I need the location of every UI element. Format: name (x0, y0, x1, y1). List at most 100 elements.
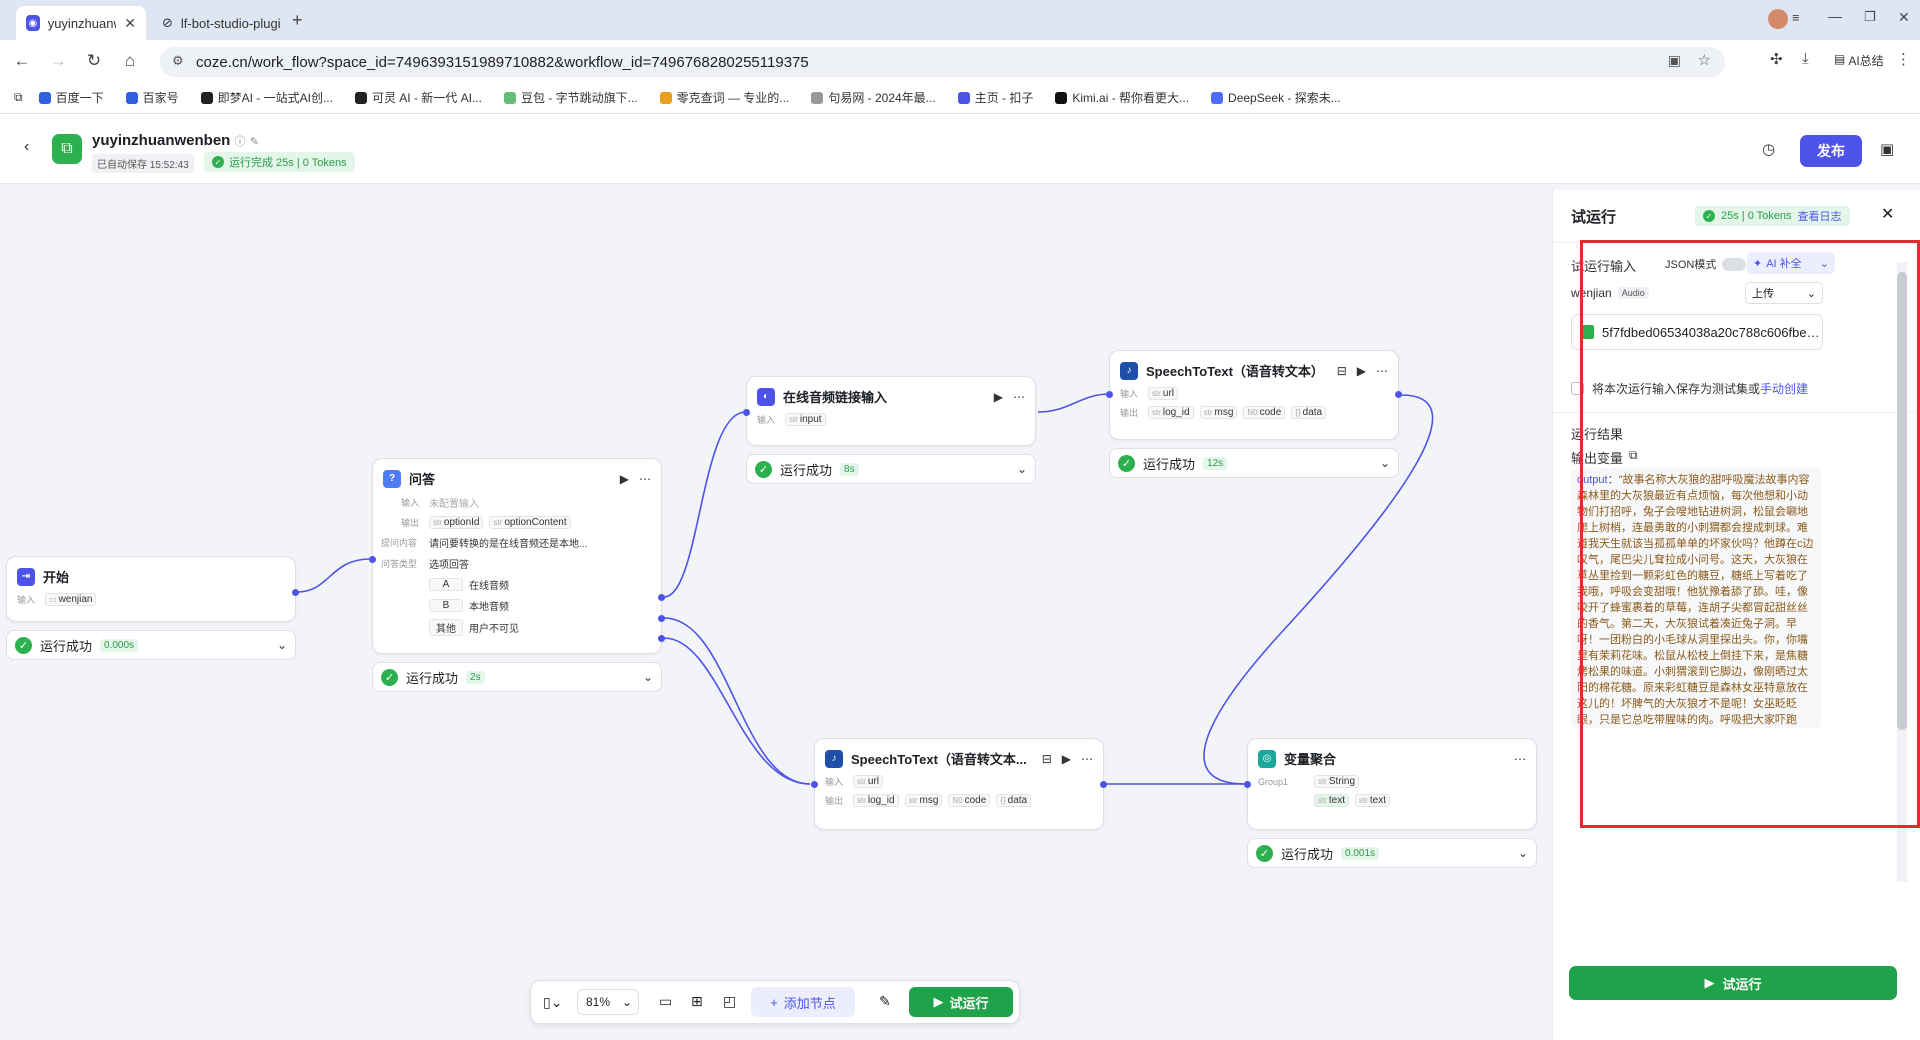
tab-lf-bot-studio[interactable]: ⊘ lf-bot-studio-plugin- (152, 6, 292, 40)
chevron-down-icon[interactable]: ⌄ (276, 638, 287, 652)
chevron-down-icon[interactable]: ⌄ (1517, 846, 1528, 860)
download-icon[interactable]: ⤓ (1802, 50, 1809, 67)
scrollbar-thumb[interactable] (1897, 272, 1907, 730)
zoom-select[interactable]: 81%⌄ (577, 989, 639, 1015)
history-icon[interactable]: ◷ (1762, 141, 1776, 158)
extensions-icon[interactable]: ✣ (1770, 51, 1783, 68)
output-port[interactable] (292, 589, 299, 596)
back-icon[interactable]: ← (13, 51, 31, 70)
bookmark-item[interactable]: 豆包 - 字节跳动旗下... (503, 89, 638, 106)
output-port[interactable] (1100, 781, 1107, 788)
input-port[interactable] (369, 556, 376, 563)
ai-fill-button[interactable]: ✦AI 补全⌄ (1747, 252, 1835, 274)
output-port-other[interactable] (658, 635, 665, 642)
mouse-mode-icon[interactable]: ▯⌄ (543, 994, 563, 1010)
add-node-button[interactable]: +添加节点 (751, 987, 855, 1017)
json-mode-toggle[interactable]: JSON模式 (1665, 256, 1747, 272)
forward-icon[interactable]: → (49, 51, 67, 70)
input-port[interactable] (811, 781, 818, 788)
upload-select[interactable]: 上传⌄ (1745, 282, 1823, 304)
bookmark-item[interactable]: Kimi.ai - 帮你看更大... (1055, 89, 1189, 106)
view-log-link[interactable]: 查看日志 (1797, 211, 1842, 223)
bookmark-item[interactable]: 百家号 (125, 89, 179, 106)
output-port-a[interactable] (658, 594, 665, 601)
bookmark-item[interactable]: DeepSeek - 探索未... (1211, 89, 1341, 106)
save-checkbox[interactable] (1571, 382, 1584, 395)
bookmark-item[interactable]: 零克查词 — 专业的... (659, 89, 789, 106)
close-window-icon[interactable]: ✕ (1898, 9, 1910, 25)
audio-file-input[interactable]: 5f7fdbed06534038a20c788c606fbedd.mp3 (1571, 314, 1823, 350)
test-run-button[interactable]: ▶试运行 (909, 987, 1013, 1017)
bookmark-item[interactable]: 可灵 AI - 新一代 AI... (354, 89, 482, 106)
output-port[interactable] (1395, 391, 1402, 398)
start-node[interactable]: ⇥开始 输入▭wenjian (6, 556, 299, 622)
scrollbar-track[interactable] (1897, 262, 1907, 882)
menu-icon[interactable]: ≡ (1792, 10, 1800, 25)
run-summary-badge[interactable]: ✓ 25s | 0 Tokens 查看日志 (1695, 206, 1850, 226)
input-port[interactable] (1244, 781, 1251, 788)
new-tab-button[interactable]: + (292, 10, 303, 30)
minimap-icon[interactable]: ◰ (723, 993, 737, 1009)
more-icon[interactable]: ⋯ (1376, 363, 1388, 378)
more-icon[interactable]: ⋮ (1896, 51, 1911, 68)
more-icon[interactable]: ⋯ (1081, 751, 1093, 766)
run-node-icon[interactable]: ▶ (1061, 751, 1071, 766)
plugin-info-icon[interactable]: ⊟ (1336, 363, 1347, 378)
run-status-badge[interactable]: ✓运行完成 25s | 0 Tokens (204, 152, 355, 172)
url-input[interactable]: ⚙ coze.cn/work_flow?space_id=74963931519… (160, 47, 1725, 77)
run-node-icon[interactable]: ▶ (619, 471, 629, 486)
output-box[interactable]: output："故事名称大灰狼的甜呼吸魔法故事内容森林里的大灰狼最近有点烦恼，每… (1571, 468, 1821, 728)
run-node-icon[interactable]: ▶ (1356, 363, 1366, 378)
bookmark-item[interactable]: 即梦AI - 一站式AI创... (200, 89, 333, 106)
more-icon[interactable]: ⋯ (639, 471, 651, 486)
close-tab-icon[interactable]: ✕ (124, 14, 136, 31)
home-icon[interactable]: ⌂ (124, 51, 136, 70)
ai-summary-button[interactable]: ▤AI总结 (1834, 52, 1884, 69)
toggle-switch[interactable] (1722, 257, 1747, 271)
bookmark-star-icon[interactable]: ☆ (1697, 52, 1711, 69)
apps-icon[interactable]: ⧉ (14, 90, 23, 104)
copy-icon[interactable]: ⧉ (1629, 448, 1638, 462)
restore-icon[interactable]: ❐ (1864, 9, 1876, 24)
more-icon[interactable]: ⋯ (1013, 389, 1025, 404)
bookmark-item[interactable]: 主页 - 扣子 (957, 89, 1033, 106)
manual-create-link[interactable]: 手动创建 (1760, 382, 1809, 396)
close-panel-icon[interactable]: ✕ (1881, 206, 1895, 223)
input-port[interactable] (1106, 391, 1113, 398)
bookmark-item[interactable]: 句易网 - 2024年最... (811, 89, 936, 106)
bookmark-item[interactable]: 百度一下 (38, 89, 104, 106)
plugin-info-icon[interactable]: ⊟ (1041, 751, 1052, 766)
input-port[interactable] (743, 409, 750, 416)
profile-avatar[interactable] (1768, 9, 1788, 29)
comment-icon[interactable]: ▭ (659, 993, 673, 1009)
side-panel-icon[interactable]: ▣ (1880, 141, 1895, 158)
site-info-icon[interactable]: ⚙ (172, 53, 184, 68)
reload-icon[interactable]: ↻ (86, 51, 102, 70)
more-icon[interactable]: ⋯ (1514, 751, 1526, 766)
chevron-down-icon[interactable]: ⌄ (1379, 456, 1390, 470)
wrench-icon[interactable]: ✎ (879, 993, 891, 1009)
minimize-icon[interactable]: — (1828, 8, 1842, 24)
tab-yuyinzhuanwenben[interactable]: ◉ yuyinzhuanwenb ✕ (16, 6, 146, 40)
output-port-b[interactable] (658, 615, 665, 622)
edit-icon[interactable]: ✎ (249, 136, 259, 148)
chevron-down-icon[interactable]: ⌄ (1016, 462, 1027, 476)
chevron-down-icon[interactable]: ⌄ (642, 670, 653, 684)
chevron-down-icon[interactable]: ⌄ (1819, 257, 1829, 270)
page-action-icon[interactable]: ▣ (1667, 52, 1681, 68)
panel-run-button[interactable]: ▶试运行 (1569, 966, 1897, 1000)
info-icon[interactable]: ⓘ (234, 136, 246, 148)
publish-button[interactable]: 发布 (1800, 135, 1862, 167)
run-node-icon[interactable]: ▶ (993, 389, 1003, 404)
back-arrow-icon[interactable]: ‹ (24, 138, 30, 155)
